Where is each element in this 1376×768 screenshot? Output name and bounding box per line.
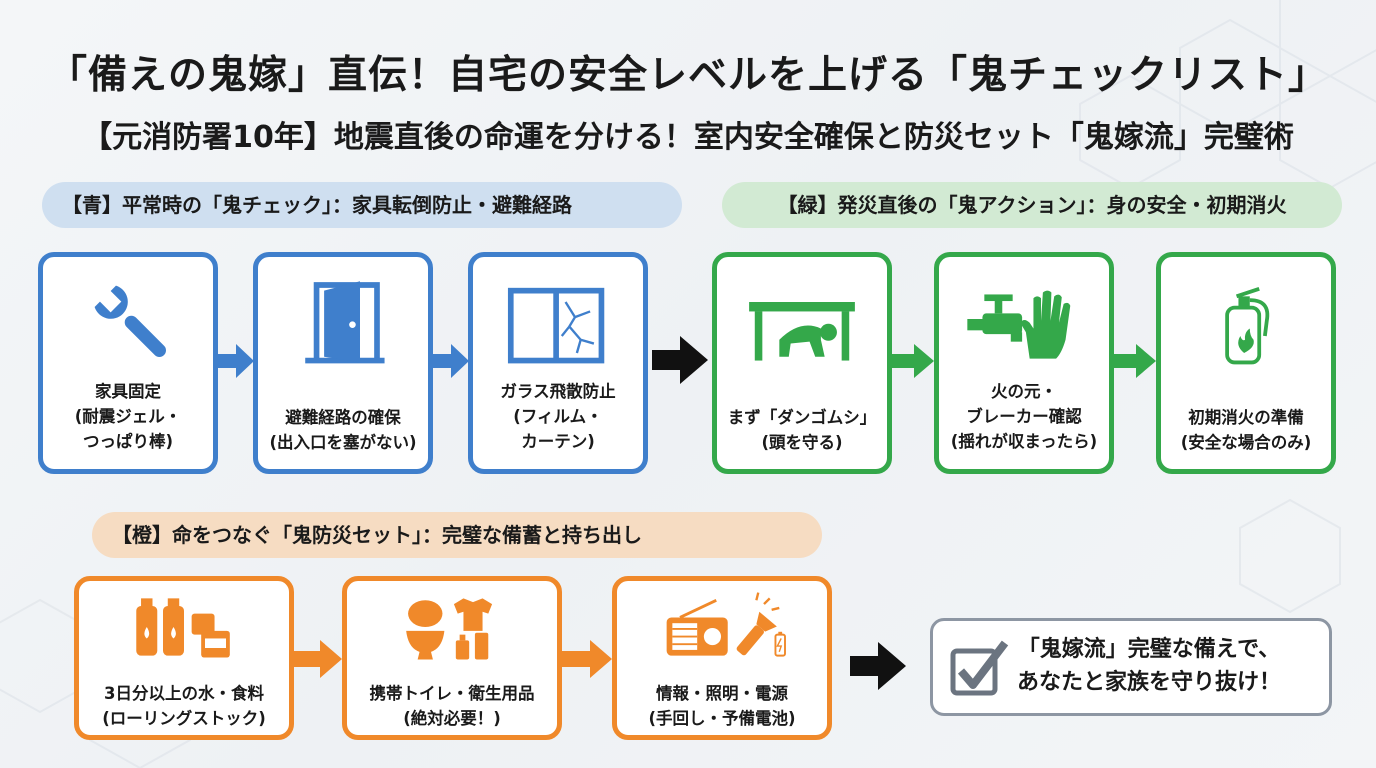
card-line: (絶対必要！) — [403, 709, 501, 728]
arrow-right-icon — [433, 344, 469, 378]
broken-window-icon — [507, 287, 605, 364]
card-line: 火の元・ — [991, 382, 1057, 401]
card-info-light-power: 情報・照明・電源 (手回し・予備電池) — [612, 576, 832, 740]
card-line: ブレーカー確認 — [966, 407, 1082, 426]
checkbox-check-icon — [950, 640, 1009, 696]
open-door-icon — [305, 281, 385, 364]
take-cover-under-table-icon — [749, 302, 855, 361]
arrow-right-icon — [892, 344, 934, 378]
arrow-right-icon — [218, 344, 254, 378]
card-take-cover: まず「ダンゴムシ」 (頭を守る) — [712, 252, 892, 474]
card-line: 初期消火の準備 — [1188, 408, 1304, 427]
page-subtitle: 【元消防署10年】地震直後の命運を分ける！室内安全確保と防災セット「鬼嫁流」完璧… — [82, 120, 1294, 155]
arrow-right-icon — [562, 640, 612, 678]
card-line: (耐震ジェル・ — [74, 407, 182, 426]
card-gas-breaker-check: 火の元・ ブレーカー確認 (揺れが収まったら) — [934, 252, 1114, 474]
card-line: つっぱり棒) — [82, 432, 174, 451]
card-evacuation-route: 避難経路の確保 (出入口を塞がない) — [253, 252, 433, 474]
fire-extinguisher-icon — [1225, 286, 1270, 365]
radio-flashlight-icon — [666, 592, 786, 657]
arrow-right-icon — [294, 640, 342, 678]
section-heading-blue: 【青】平常時の「鬼チェック」：家具転倒防止・避難経路 — [42, 182, 682, 228]
card-line: (安全な場合のみ) — [1180, 433, 1312, 452]
card-line: (出入口を塞がない) — [269, 433, 417, 452]
black-arrow-right-icon — [652, 336, 708, 384]
final-message-box: 「鬼嫁流」完璧な備えで、 あなたと家族を守り抜け！ — [930, 618, 1332, 716]
black-arrow-right-icon — [850, 642, 906, 690]
arrow-right-icon — [1114, 344, 1156, 378]
wrench-icon — [94, 285, 166, 357]
gas-valve-hand-icon — [967, 290, 1071, 359]
final-message-line: あなたと家族を守り抜け！ — [1017, 670, 1282, 695]
final-message-line: 「鬼嫁流」完璧な備えで、 — [1017, 637, 1281, 662]
card-line: 携帯トイレ・衛生用品 — [369, 684, 535, 703]
water-bottles-cans-icon — [136, 598, 230, 658]
card-line: 避難経路の確保 — [285, 408, 401, 427]
card-water-food: 3日分以上の水・食料 (ローリングストック) — [74, 576, 294, 740]
page-title: 「備えの鬼嫁」直伝！自宅の安全レベルを上げる「鬼チェックリスト」 — [47, 53, 1328, 98]
card-line: まず「ダンゴムシ」 — [727, 408, 877, 427]
card-line: (手回し・予備電池) — [648, 709, 796, 728]
card-line: (頭を守る) — [761, 433, 843, 452]
card-furniture-fixing: 家具固定 (耐震ジェル・ つっぱり棒) — [38, 252, 218, 474]
card-portable-toilet: 携帯トイレ・衛生用品 (絶対必要！) — [342, 576, 562, 740]
card-line: 3日分以上の水・食料 — [104, 684, 264, 703]
card-line: (フィルム・ — [513, 407, 603, 426]
card-line: ガラス飛散防止 — [500, 382, 616, 401]
card-initial-firefighting: 初期消火の準備 (安全な場合のみ) — [1156, 252, 1336, 474]
card-line: (揺れが収まったら) — [950, 432, 1098, 451]
card-line: 家具固定 — [95, 382, 161, 401]
card-line: 情報・照明・電源 — [656, 684, 788, 703]
section-heading-orange: 【橙】命をつなぐ「鬼防災セット」：完璧な備蓄と持ち出し — [92, 512, 822, 558]
toilet-hygiene-icon — [406, 598, 493, 660]
card-line: カーテン) — [521, 432, 595, 451]
card-line: (ローリングストック) — [102, 709, 266, 728]
card-glass-shatter-prevention: ガラス飛散防止 (フィルム・ カーテン) — [468, 252, 648, 474]
section-heading-green: 【緑】発災直後の「鬼アクション」：身の安全・初期消火 — [722, 182, 1342, 228]
